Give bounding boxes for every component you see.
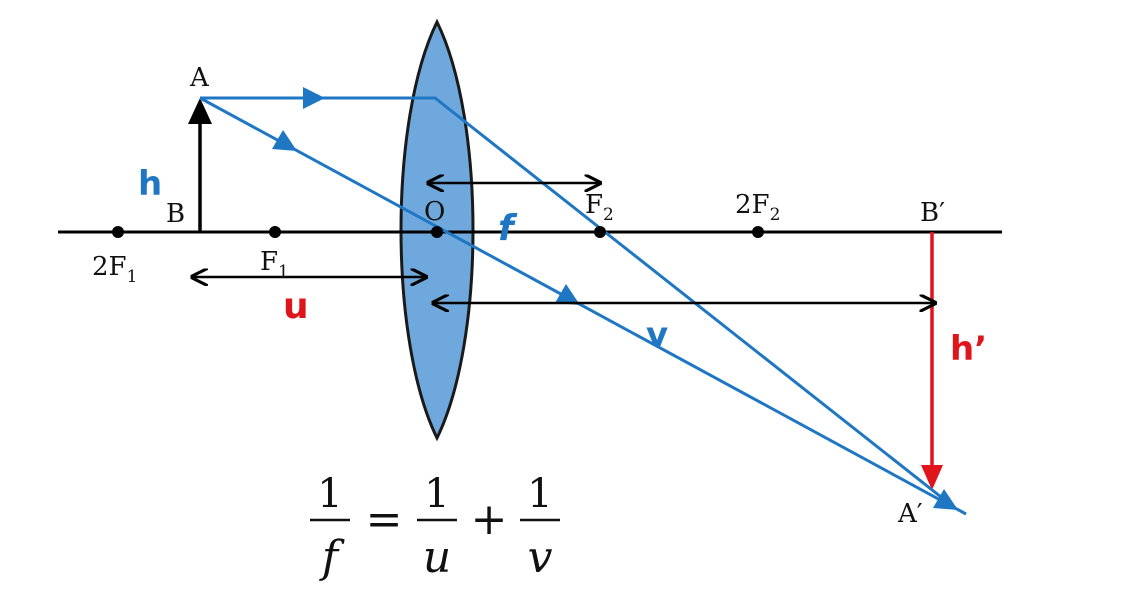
point-2f1 (112, 226, 124, 238)
symbol-f: f (498, 208, 518, 249)
formula-num-3: 1 (527, 471, 552, 517)
label-b-prime: B′ (920, 198, 945, 228)
point-f2 (594, 226, 606, 238)
object-arrow-head (188, 98, 212, 124)
formula-den-f: f (319, 532, 345, 583)
label-a: A (189, 63, 210, 93)
formula-den-u: u (423, 532, 451, 583)
formula-equals: = (366, 494, 403, 545)
label-b: B (166, 199, 185, 229)
symbol-v: v (646, 315, 668, 355)
symbol-h-prime: h’ (950, 329, 987, 369)
ray-center-arrowhead-1 (272, 130, 297, 151)
ray-center (199, 96, 967, 516)
formula-num-1: 1 (317, 471, 342, 517)
ray-parallel-arrowhead (303, 87, 325, 109)
label-f1: F1 (260, 247, 289, 282)
formula-num-2: 1 (424, 471, 449, 517)
point-f1 (269, 226, 281, 238)
lens-formula: 1 f = 1 u + 1 v (310, 471, 560, 583)
formula-den-v: v (528, 532, 553, 583)
label-2f2: 2F2 (735, 190, 780, 225)
symbol-u: u (283, 286, 309, 327)
ray-parallel (200, 96, 956, 510)
point-o (431, 226, 443, 238)
symbol-h: h (138, 164, 162, 204)
formula-plus: + (471, 494, 508, 545)
point-2f2 (752, 226, 764, 238)
image-arrow-head (921, 465, 943, 490)
label-2f1: 2F1 (92, 252, 137, 287)
label-o: O (424, 197, 445, 227)
label-a-prime: A′ (897, 499, 923, 529)
ray-center-arrowhead-3 (933, 489, 958, 510)
label-f2: F2 (585, 190, 614, 225)
